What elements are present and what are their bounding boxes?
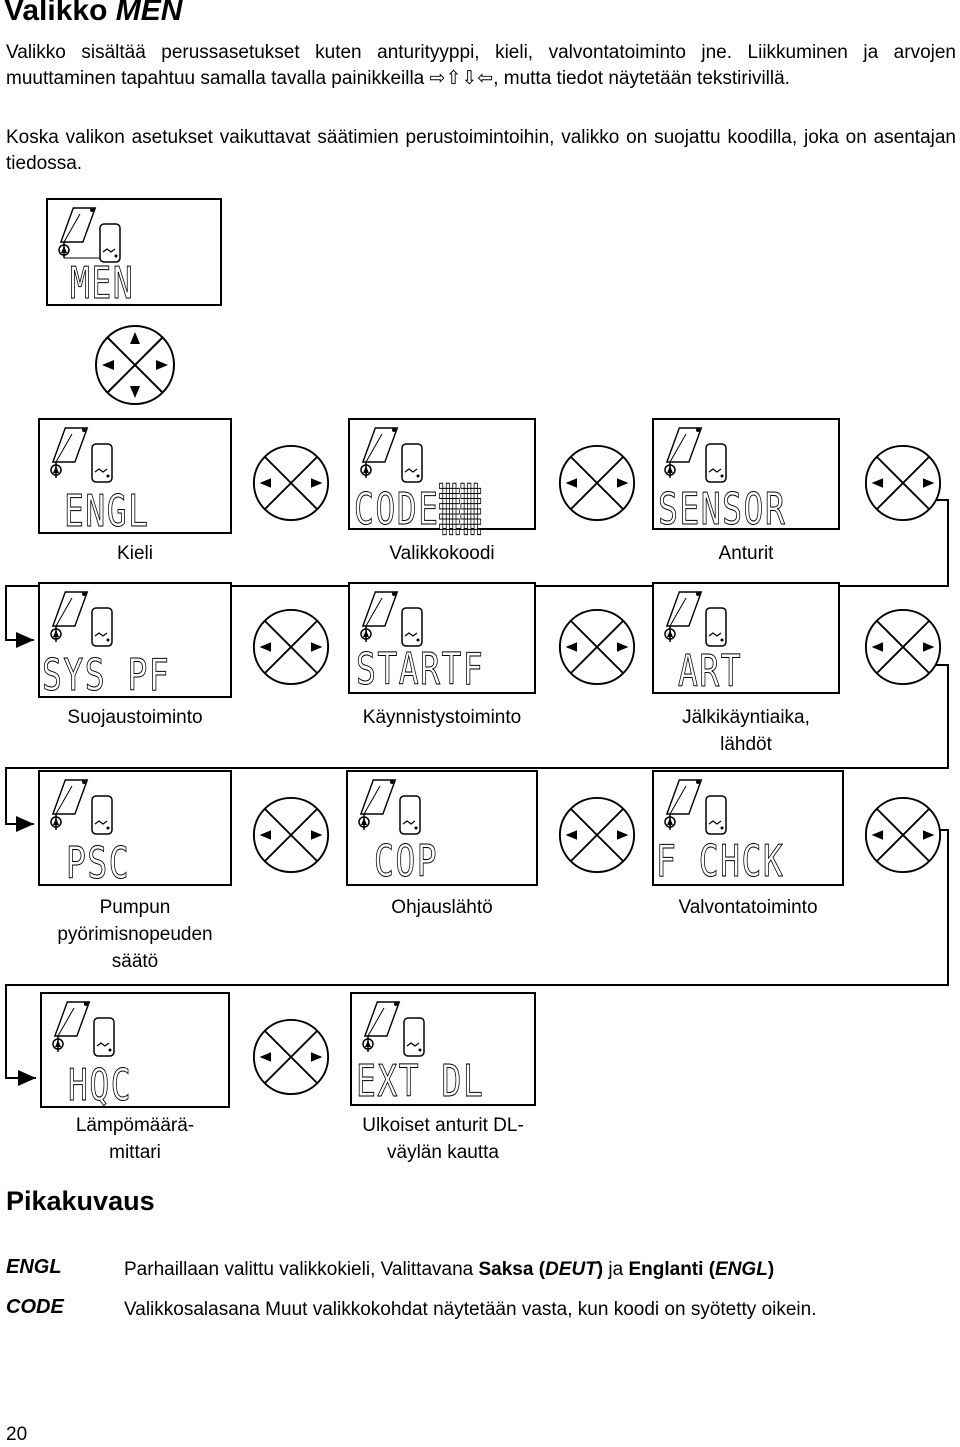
definition-engl: Parhaillaan valittu valikkokieli, Valitt…: [124, 1259, 775, 1280]
main-navigation-pad[interactable]: [94, 324, 176, 406]
solar-system-icon: [58, 207, 121, 263]
section-heading: Pikakuvaus: [6, 1186, 155, 1216]
display-text: STARTF: [356, 644, 485, 695]
arrow-right-icon[interactable]: [310, 478, 323, 488]
navigation-pad[interactable]: [252, 796, 330, 874]
caption-kaynnistystoiminto: Käynnistystoiminto: [362, 707, 522, 728]
display-startf: STARTF: [348, 582, 536, 694]
arrow-right-icon[interactable]: [922, 478, 935, 488]
display-sys-pf: SYS PF: [38, 582, 232, 698]
caption-valikkokoodi: Valikkokoodi: [389, 543, 495, 564]
arrow-left-icon[interactable]: [871, 478, 884, 488]
arrow-left-icon[interactable]: [259, 478, 272, 488]
arrow-right-icon[interactable]: [922, 642, 935, 652]
main-display: MEN: [46, 198, 222, 306]
page-title: Valikko MEN: [4, 0, 183, 27]
arrow-left-icon[interactable]: [259, 1052, 272, 1062]
solar-system-icon: [360, 427, 423, 483]
solar-system-icon: [50, 591, 113, 647]
navigation-pad[interactable]: [252, 1018, 330, 1096]
arrow-right-icon[interactable]: [156, 360, 168, 370]
page-number: 20: [6, 1424, 28, 1445]
intro-paragraph-2: Koska valikon asetukset vaikuttavat säät…: [6, 127, 956, 174]
caption-anturit: Anturit: [718, 543, 774, 564]
navigation-pad[interactable]: [864, 796, 942, 874]
display-ext-dl: EXT DL: [350, 992, 536, 1106]
arrow-left-icon[interactable]: [565, 642, 578, 652]
display-text: ART: [678, 646, 743, 697]
display-f-chck: F CHCK: [652, 770, 844, 886]
arrow-left-icon[interactable]: [565, 478, 578, 488]
caption-ulkoiset-anturit: Ulkoiset anturit DL- väylän kautta: [362, 1115, 524, 1163]
solar-system-icon: [362, 1001, 425, 1057]
navigation-pad[interactable]: [558, 608, 636, 686]
arrow-right-icon[interactable]: [616, 478, 629, 488]
display-text: EXT DL: [356, 1056, 485, 1107]
display-text: F CHCK: [656, 836, 785, 887]
display-psc: PSC: [38, 770, 232, 886]
arrow-down-icon[interactable]: [130, 386, 140, 398]
arrow-left-icon[interactable]: [259, 830, 272, 840]
display-text: CODE▒▒: [354, 484, 483, 535]
caption-pumpun-saato: Pumpun pyörimisnopeuden säätö: [57, 897, 213, 972]
solar-system-icon: [360, 591, 423, 647]
navigation-pad[interactable]: [252, 608, 330, 686]
display-text: SENSOR: [658, 484, 787, 535]
term-code: CODE: [6, 1296, 64, 1318]
arrow-right-icon[interactable]: [310, 642, 323, 652]
solar-system-icon: [52, 1001, 115, 1057]
display-text: SYS PF: [42, 650, 171, 701]
arrow-left-icon[interactable]: [102, 360, 114, 370]
caption-ohjauslahto: Ohjauslähtö: [391, 897, 493, 918]
arrow-left-icon[interactable]: [871, 642, 884, 652]
display-engl: ENGL: [38, 418, 232, 534]
display-text: COP: [374, 836, 439, 887]
arrow-left-icon[interactable]: [259, 642, 272, 652]
display-text: ENGL: [64, 486, 150, 537]
navigation-pad[interactable]: [864, 608, 942, 686]
navigation-pad[interactable]: [558, 444, 636, 522]
arrow-right-icon[interactable]: [310, 830, 323, 840]
term-engl: ENGL: [6, 1256, 62, 1278]
solar-system-icon: [664, 779, 727, 835]
arrow-left-icon[interactable]: [871, 830, 884, 840]
display-text: PSC: [66, 838, 131, 889]
caption-valvontatoiminto: Valvontatoiminto: [678, 897, 818, 918]
solar-system-icon: [664, 427, 727, 483]
display-hqc: HQC: [40, 992, 230, 1108]
display-sensor: SENSOR: [652, 418, 840, 535]
display-code: CODE▒▒: [348, 418, 536, 535]
solar-system-icon: [50, 779, 113, 835]
arrow-right-icon[interactable]: [616, 642, 629, 652]
caption-suojaustoiminto: Suojaustoiminto: [67, 707, 203, 728]
arrow-right-icon[interactable]: [310, 1052, 323, 1062]
display-text: HQC: [68, 1060, 133, 1111]
solar-system-icon: [664, 591, 727, 647]
caption-lampomaaramittari: Lämpömäärä- mittari: [75, 1115, 195, 1163]
arrow-right-icon[interactable]: [922, 830, 935, 840]
intro-paragraph-1: Valikko sisältää perussasetukset kuten a…: [6, 42, 956, 89]
arrow-up-icon[interactable]: [130, 332, 140, 344]
main-display-text: MEN: [70, 258, 135, 309]
display-cop: COP: [346, 770, 538, 886]
caption-jalkikayntiaika: Jälkikäyntiaika, lähdöt: [682, 707, 810, 755]
solar-system-icon: [50, 427, 113, 483]
navigation-pad[interactable]: [252, 444, 330, 522]
solar-system-icon: [358, 779, 421, 835]
arrow-right-icon[interactable]: [616, 830, 629, 840]
navigation-pad[interactable]: [558, 796, 636, 874]
definition-code: Valikkosalasana Muut valikkokohdat näyte…: [124, 1299, 817, 1320]
display-art: ART: [652, 582, 840, 694]
arrow-left-icon[interactable]: [565, 830, 578, 840]
caption-kieli: Kieli: [117, 543, 153, 564]
navigation-pad[interactable]: [864, 444, 942, 522]
